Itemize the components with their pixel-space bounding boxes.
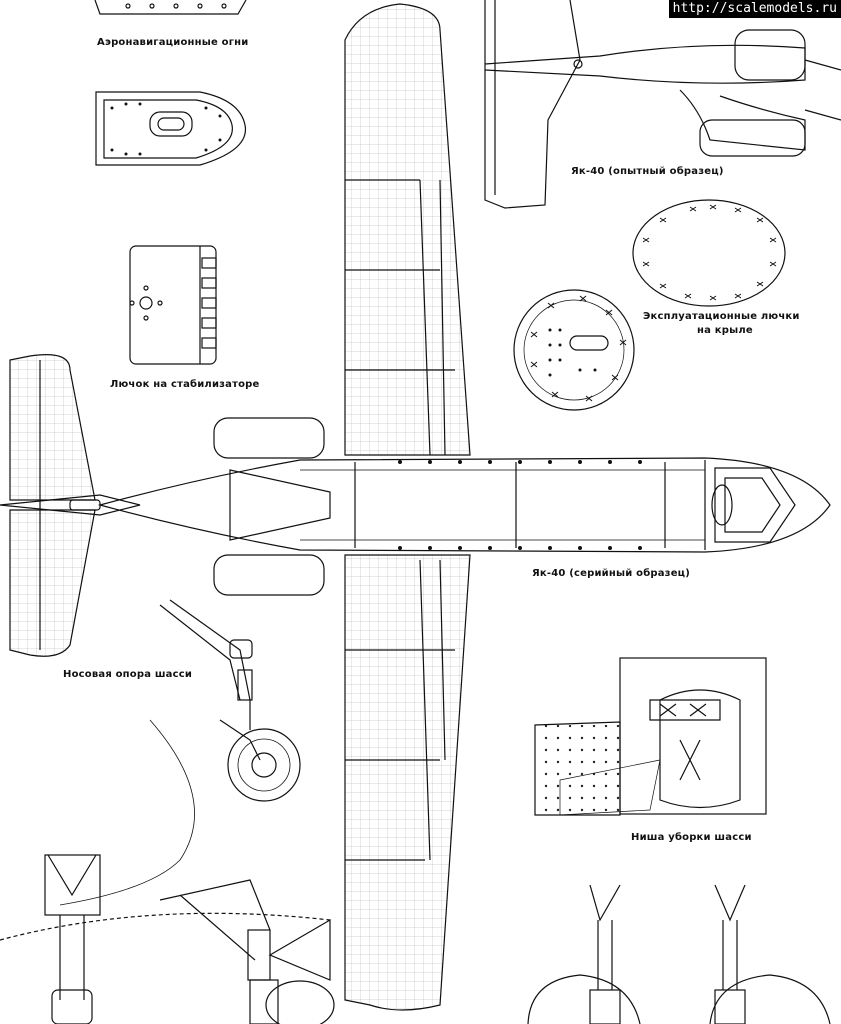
nav-light-strip [94, 0, 247, 15]
round-service-hatch [513, 289, 635, 411]
main-gear-side-view [159, 879, 335, 1024]
nav-light-fairing [95, 91, 247, 166]
label-service-hatches: Эксплуатационные лючки [643, 311, 800, 322]
aircraft-planform [0, 3, 831, 1011]
label-production: Як-40 (серийный образец) [532, 568, 691, 579]
label-service-hatches-2: на крыле [697, 325, 753, 336]
main-gear-pair [527, 884, 831, 1024]
stabilizer-hatch [129, 245, 217, 365]
oval-service-hatch [632, 199, 786, 307]
label-stabilizer-hatch: Лючок на стабилизаторе [110, 379, 260, 390]
main-gear-front-view [0, 719, 331, 1024]
nose-gear-drawing [159, 599, 301, 802]
prototype-tail-detail [484, 0, 841, 209]
gear-bay-drawing [534, 657, 767, 816]
label-nose-gear: Носовая опора шасси [63, 669, 193, 680]
label-gear-bay: Ниша уборки шасси [631, 832, 752, 843]
label-prototype: Як-40 (опытный образец) [571, 166, 724, 177]
watermark: http://scalemodels.ru [668, 0, 841, 18]
label-nav-lights: Аэронавигационные огни [97, 37, 249, 48]
